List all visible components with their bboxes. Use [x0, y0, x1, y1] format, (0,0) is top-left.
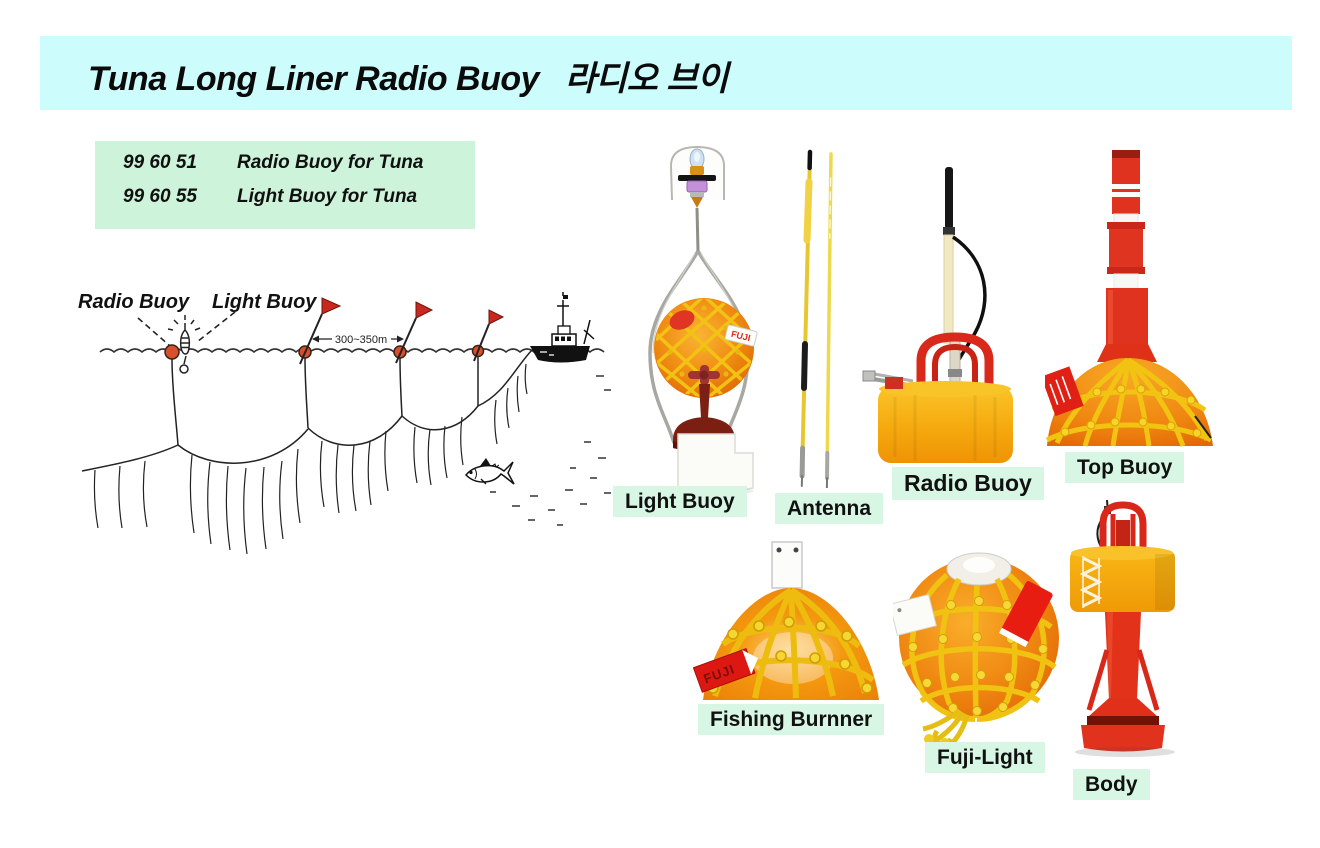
product-label-top-buoy: Top Buoy	[1065, 452, 1185, 484]
page-title: Tuna Long Liner Radio Buoy 라디오 브이	[40, 36, 1292, 100]
tuna-fish	[464, 458, 515, 485]
page-title-ko: 라디오 브이	[565, 60, 728, 98]
distance-annotation: 300~350m	[312, 334, 404, 346]
product-label-fuji-light: Fuji-Light	[925, 742, 1045, 774]
product-code-name: Radio Buoy for Tuna	[237, 152, 424, 173]
burner-float	[703, 587, 879, 700]
page-title-en: Tuna Long Liner Radio Buoy	[88, 60, 540, 98]
antenna-rod-left	[799, 149, 813, 487]
top-buoy-mast	[1097, 150, 1157, 362]
debris-dashes	[490, 375, 611, 526]
svg-text:FUJI: FUJI	[730, 329, 751, 343]
longline-diagram-drawing: Radio Buoy Light Buoy	[78, 291, 611, 555]
branch-hook-lines	[93, 363, 528, 555]
red-tag	[1045, 366, 1084, 417]
rope-end	[1194, 415, 1212, 439]
product-label-antenna: Antenna	[775, 493, 883, 525]
product-code-row: 99 60 51 Radio Buoy for Tuna	[95, 152, 475, 174]
antenna-cable	[952, 235, 987, 366]
tassel-knot	[924, 734, 934, 744]
red-patch	[669, 310, 695, 330]
body-drum	[1070, 546, 1175, 612]
product-code: 99 60 51	[123, 152, 197, 173]
radio-buoy-photo	[855, 165, 1020, 465]
product-code-name: Light Buoy for Tuna	[237, 186, 418, 207]
burner-bracket	[771, 541, 803, 589]
fishing-burner-photo: FUJI	[693, 538, 888, 706]
red-tag: FUJI	[693, 648, 759, 693]
radio-buoy-drum	[878, 377, 1013, 463]
diagram-radio-buoy-label: Radio Buoy	[78, 291, 190, 313]
title-banner: Tuna Long Liner Radio Buoy 라디오 브이	[40, 36, 1292, 110]
light-buoy-symbol	[167, 315, 201, 374]
light-buoy-photo: FUJI	[640, 138, 775, 493]
light-buoy-lamp	[669, 145, 725, 208]
product-code-row: 99 60 55 Light Buoy for Tuna	[95, 186, 475, 208]
body-cage	[1096, 500, 1147, 551]
shadow	[1075, 747, 1175, 757]
light-buoy-base	[677, 433, 754, 493]
flags	[321, 297, 505, 325]
leader-line	[196, 311, 236, 343]
flag-poles	[299, 313, 490, 365]
brand-tag: FUJI	[724, 324, 758, 347]
fuji-light-photo	[893, 543, 1068, 748]
net-knots	[1060, 384, 1202, 438]
product-label-body: Body	[1073, 769, 1150, 801]
antenna-rod-right	[825, 152, 833, 488]
top-buoy-photo	[1045, 148, 1215, 448]
longline-diagram: Radio Buoy Light Buoy	[60, 268, 620, 560]
top-buoy-float	[1045, 357, 1213, 447]
body-photo	[1063, 500, 1248, 762]
radio-buoy-antenna	[943, 167, 955, 344]
body-pedestal	[1075, 612, 1175, 757]
fuji-light-float	[893, 552, 1059, 722]
white-tag	[893, 594, 937, 636]
light-buoy-float: FUJI	[654, 298, 758, 398]
distance-text: 300~350m	[335, 334, 387, 346]
antenna-photo	[793, 148, 843, 488]
product-label-fishing-burner: Fishing Burnner	[698, 704, 885, 736]
leader-line	[137, 317, 171, 347]
product-code-box: 99 60 51 Radio Buoy for Tuna 99 60 55 Li…	[95, 141, 475, 229]
fishing-vessel	[530, 292, 595, 363]
red-tag	[999, 581, 1053, 648]
product-label-light-buoy: Light Buoy	[613, 486, 747, 518]
diagram-light-buoy-label: Light Buoy	[212, 291, 317, 313]
product-code: 99 60 55	[123, 186, 197, 207]
radio-buoy-symbol	[164, 344, 180, 360]
longline-mainline	[81, 349, 533, 472]
product-label-radio-buoy: Radio Buoy	[892, 467, 1044, 501]
